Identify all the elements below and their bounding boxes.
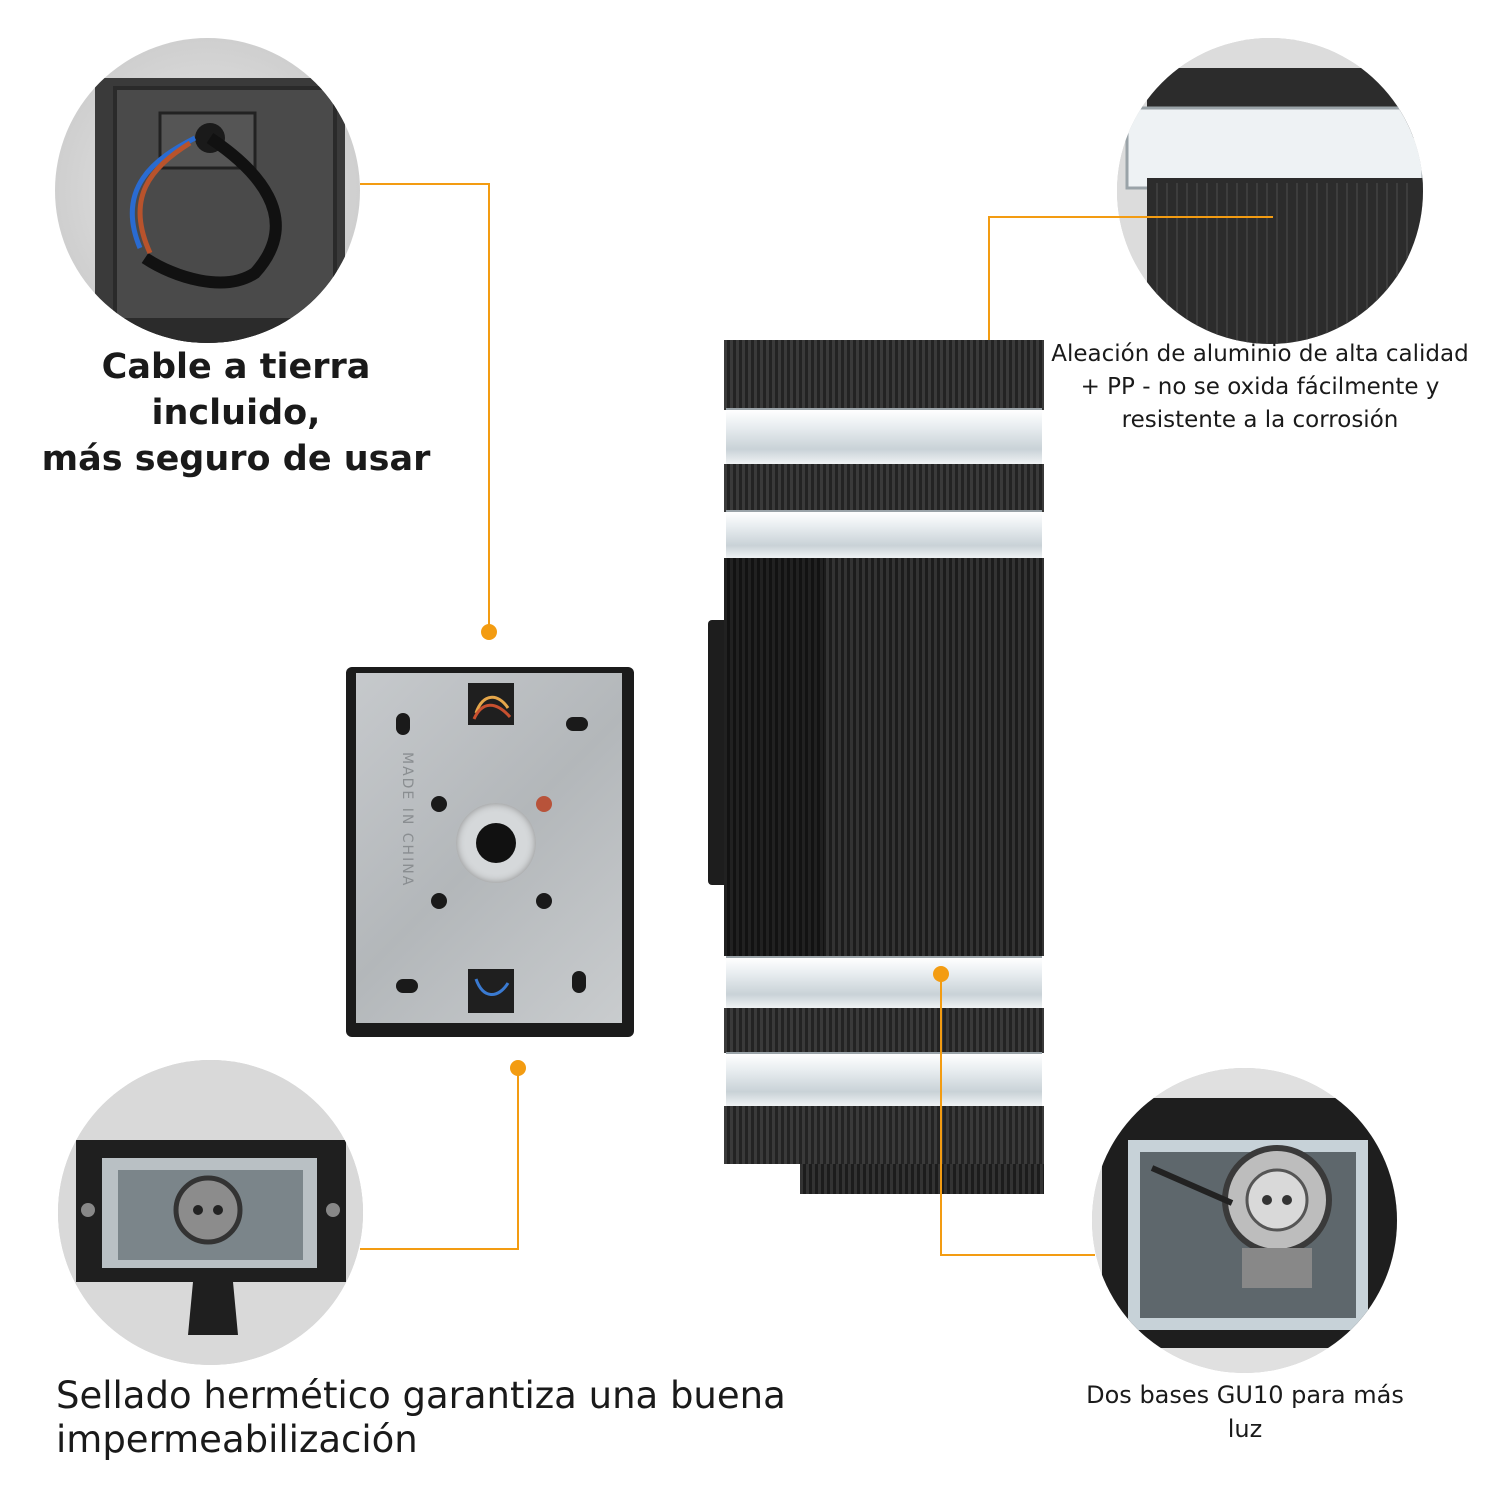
lamp-glass-band-upper xyxy=(726,510,1042,562)
connector-line xyxy=(488,183,490,631)
lamp-glass-band-lower xyxy=(726,956,1042,1012)
gu10-base-detail-photo xyxy=(1092,1068,1397,1373)
connector-line xyxy=(940,1254,1095,1256)
connector-line xyxy=(360,1248,519,1250)
lamp-body-shade xyxy=(724,558,824,956)
connector-line xyxy=(988,216,1273,218)
gu10-caption: Dos bases GU10 para más luz xyxy=(1086,1381,1404,1443)
lamp-band-divider xyxy=(724,464,1044,512)
ground-cable-caption: Cable a tierra incluido, más seguro de u… xyxy=(41,347,431,479)
ground-cable-detail-photo xyxy=(55,38,360,343)
connector-line xyxy=(940,974,942,1256)
connector-dot xyxy=(481,624,497,640)
sealed-caption: Sellado hermético garantiza una buena im… xyxy=(56,1374,786,1461)
connector-line xyxy=(360,183,490,185)
sealed-gasket-detail-photo xyxy=(58,1060,363,1365)
connector-line xyxy=(517,1068,519,1250)
lamp-bottom-cap xyxy=(724,1106,1044,1164)
lamp-glass-band-top xyxy=(726,408,1042,468)
mounting-plate: MADE IN CHINA xyxy=(346,667,634,1037)
lamp-bottom-base xyxy=(800,1164,1044,1194)
lamp-top-cap xyxy=(724,340,1044,410)
lamp-glass-band-bottom xyxy=(726,1052,1042,1110)
lamp-body xyxy=(724,558,1044,956)
aluminum-caption: Aleación de aluminio de alta calidad + P… xyxy=(1051,341,1469,433)
mounting-plate-stamp: MADE IN CHINA xyxy=(399,752,415,888)
aluminum-housing-detail-photo xyxy=(1117,38,1423,344)
lamp-band-divider xyxy=(724,1008,1044,1053)
